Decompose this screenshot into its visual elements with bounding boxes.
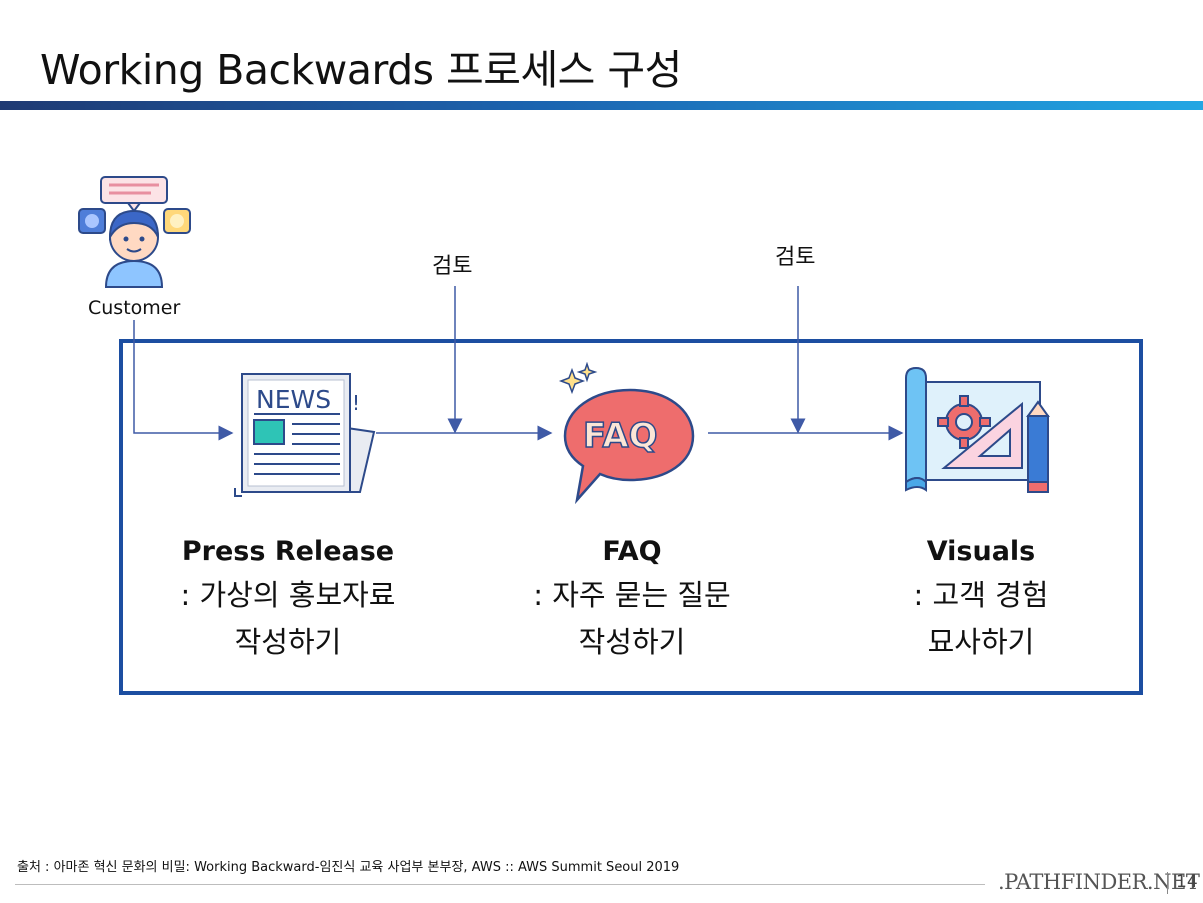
customer-icon: [78, 176, 191, 288]
footer-divider: [15, 884, 985, 885]
source-citation: 출처 : 아마존 혁신 문화의 비밀: Working Backward-임진식…: [17, 860, 680, 875]
stage-description-line-2: 작성하기: [578, 625, 686, 659]
stage-description-line-1: : 자주 묻는 질문: [533, 578, 731, 612]
stage-name: Press Release: [181, 536, 395, 567]
stage-description-line-2: 작성하기: [234, 625, 342, 659]
review-label-1: 검토: [432, 254, 473, 279]
stage-name: FAQ: [602, 536, 662, 567]
footer-separator: [1167, 872, 1168, 894]
customer-label: Customer: [88, 297, 181, 319]
process-container-box: [119, 339, 1143, 695]
stage-press-release: Press Release : 가상의 홍보자료 작성하기: [123, 532, 453, 666]
faq-icon-text: FAQ: [583, 416, 658, 456]
newspaper-icon: NEWS !: [234, 373, 376, 497]
svg-text:!: !: [352, 391, 360, 415]
stage-description-line-2: 묘사하기: [927, 625, 1035, 659]
title-underline-bar: [0, 101, 1203, 110]
stage-visuals: Visuals : 고객 경험 묘사하기: [816, 532, 1146, 666]
customer-to-press-release-arrow: [133, 320, 234, 441]
stage-description-line-1: : 가상의 홍보자료: [180, 578, 396, 612]
page-number: 14: [1176, 872, 1198, 892]
stage-name: Visuals: [926, 536, 1036, 567]
stage-faq: FAQ : 자주 묻는 질문 작성하기: [467, 532, 797, 666]
review-label-2: 검토: [775, 245, 816, 270]
blueprint-design-icon: [905, 366, 1050, 493]
stage-description-line-1: : 고객 경험: [913, 578, 1049, 612]
faq-speech-bubble-icon: FAQ: [558, 362, 695, 504]
news-icon-text: NEWS: [256, 385, 331, 414]
page-title: Working Backwards 프로세스 구성: [40, 46, 682, 94]
brand-logo-text: .PATHFINDER.NET: [998, 870, 1200, 894]
